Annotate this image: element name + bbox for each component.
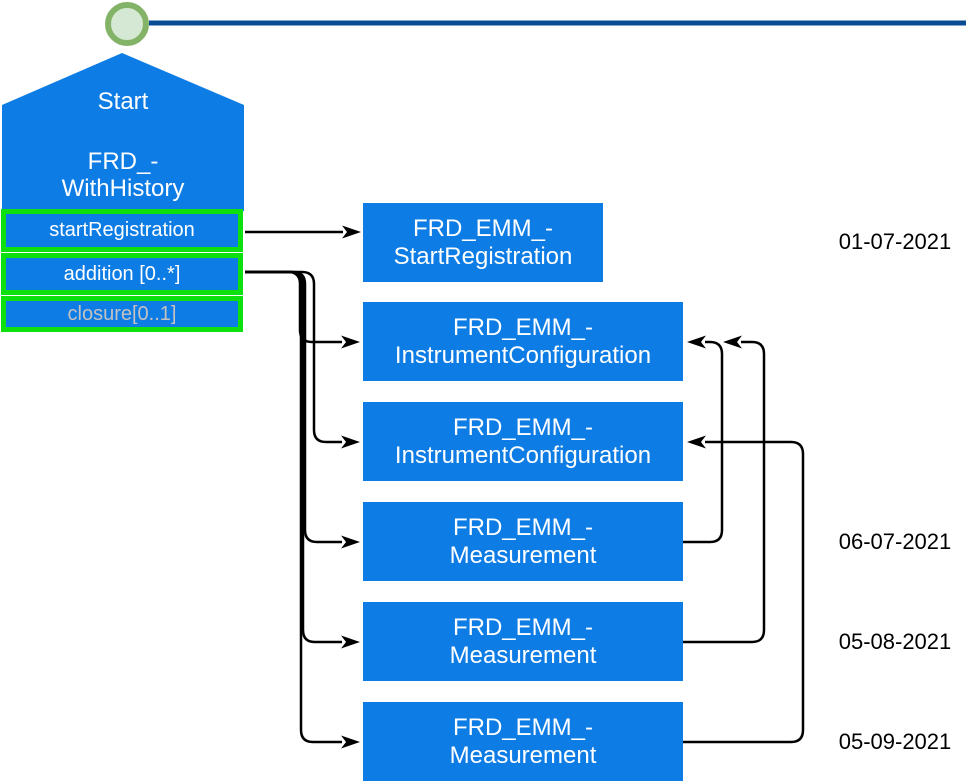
event-box-line1: FRD_EMM_- xyxy=(452,513,593,541)
event-box-line1: FRD_EMM_- xyxy=(412,214,553,242)
start-node-type-line2: WithHistory xyxy=(61,175,185,202)
event-box-start-registration: FRD_EMM_- StartRegistration xyxy=(363,203,603,282)
event-box-measurement-3: FRD_EMM_- Measurement xyxy=(363,702,683,781)
port-addition: addition [0..*] xyxy=(1,253,243,295)
event-box-measurement-1: FRD_EMM_- Measurement xyxy=(363,502,683,581)
connector-addition-to-measurement-1 xyxy=(245,270,360,549)
connector-addition-to-measurement-2 xyxy=(245,270,360,649)
connector-addition-to-instrumentconfiguration-1 xyxy=(245,270,360,349)
event-box-measurement-2: FRD_EMM_- Measurement xyxy=(363,602,683,681)
connector-measurement-2-to-instrumentconfiguration-1 xyxy=(683,335,766,644)
date-label-4: 05-09-2021 xyxy=(838,729,952,754)
start-node-title: Start xyxy=(97,88,149,115)
start-node-type-line1: FRD_- xyxy=(87,148,159,175)
event-box-line2: Measurement xyxy=(449,541,597,569)
event-box-line1: FRD_EMM_- xyxy=(452,313,593,341)
event-box-line2: Measurement xyxy=(449,641,597,669)
event-box-line2: Measurement xyxy=(449,741,597,769)
start-circle-icon xyxy=(105,2,149,46)
event-box-line2: InstrumentConfiguration xyxy=(394,341,652,369)
start-pentagon-shape xyxy=(2,53,244,211)
event-box-line2: StartRegistration xyxy=(393,242,573,270)
connector-addition-to-instrumentconfiguration-2 xyxy=(245,270,360,449)
event-box-instrument-configuration-1: FRD_EMM_- InstrumentConfiguration xyxy=(363,302,683,381)
event-box-instrument-configuration-2: FRD_EMM_- InstrumentConfiguration xyxy=(363,402,683,481)
event-box-line1: FRD_EMM_- xyxy=(452,413,593,441)
connector-addition-to-measurement-3 xyxy=(245,270,360,749)
event-box-line1: FRD_EMM_- xyxy=(452,613,593,641)
event-box-line1: FRD_EMM_- xyxy=(452,713,593,741)
date-label-1: 01-07-2021 xyxy=(838,229,952,254)
date-label-3: 05-08-2021 xyxy=(838,629,952,654)
port-start-registration: startRegistration xyxy=(1,209,243,252)
event-box-line2: InstrumentConfiguration xyxy=(394,441,652,469)
date-label-2: 06-07-2021 xyxy=(838,529,952,554)
connector-measurement-3-to-instrumentconfiguration-2 xyxy=(683,435,805,744)
port-closure: closure[0..1] xyxy=(1,296,243,332)
